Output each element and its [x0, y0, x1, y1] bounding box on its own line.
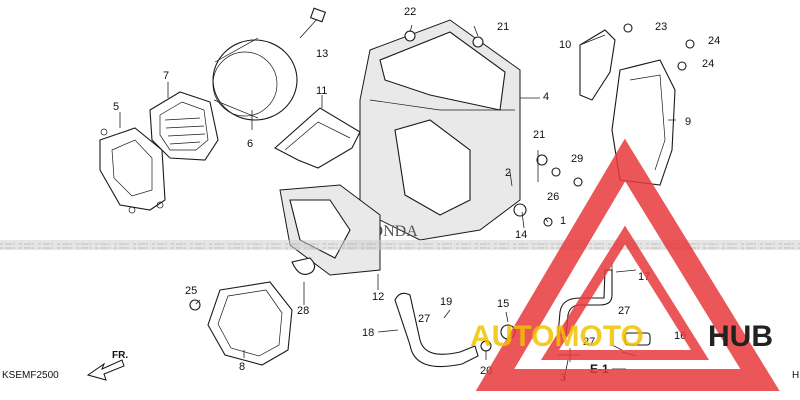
callout: 18 [362, 327, 374, 339]
callout: 27 [618, 305, 630, 317]
callout: 24 [702, 58, 714, 70]
drawing-code: KSEMF2500 [2, 370, 59, 381]
callout: 25 [185, 285, 197, 297]
callout: 26 [547, 191, 559, 203]
callout: 27 [583, 336, 595, 348]
callout: 1 [560, 215, 566, 227]
callout: 2 [505, 167, 511, 179]
callout: 22 [404, 6, 416, 18]
callout: 5 [113, 101, 119, 113]
callout: 15 [497, 298, 509, 310]
callout: 8 [239, 361, 245, 373]
callout: 21 [533, 129, 545, 141]
part-13-screw [299, 7, 327, 39]
callout: 13 [316, 48, 328, 60]
part-5-plate [99, 127, 166, 214]
part-18-hose [394, 292, 479, 368]
callout: 10 [559, 39, 571, 51]
part-drawings: HONDA [99, 7, 695, 368]
part-4-air-box: HONDA [359, 19, 521, 241]
part-7-filter-element [149, 91, 219, 161]
part-28-clamp [291, 257, 316, 275]
callout: 14 [515, 229, 527, 241]
callout: 27 [418, 313, 430, 325]
callout: 11 [316, 85, 327, 97]
part-11-bracket [274, 107, 361, 169]
leader-lines [119, 24, 676, 381]
part-8-gasket [207, 281, 293, 366]
watermark-logo: AUTOMOTO HUB [470, 138, 780, 391]
corner-mark: H [792, 370, 799, 381]
callout: 23 [655, 21, 667, 33]
part-12-duct [279, 184, 381, 276]
direction-label: FR. [112, 350, 128, 361]
callout: 9 [685, 116, 691, 128]
callout: 24 [708, 35, 720, 47]
watermark-text-auto: AUTOMOTO [470, 320, 644, 353]
callout: 21 [497, 21, 509, 33]
callout: 29 [571, 153, 583, 165]
callout: 12 [372, 291, 384, 303]
callout: 6 [247, 138, 253, 150]
callout: 28 [297, 305, 309, 317]
part-6-filter-cage [212, 37, 298, 121]
front-direction-arrow: FR. [86, 350, 128, 381]
callout: 7 [163, 70, 169, 82]
callout: 4 [543, 91, 549, 103]
watermark-text-hub: HUB [708, 320, 773, 353]
callout: 19 [440, 296, 452, 308]
part-callouts: 1 2 3 4 5 6 7 8 9 10 11 12 13 14 15 16 1… [113, 6, 720, 384]
